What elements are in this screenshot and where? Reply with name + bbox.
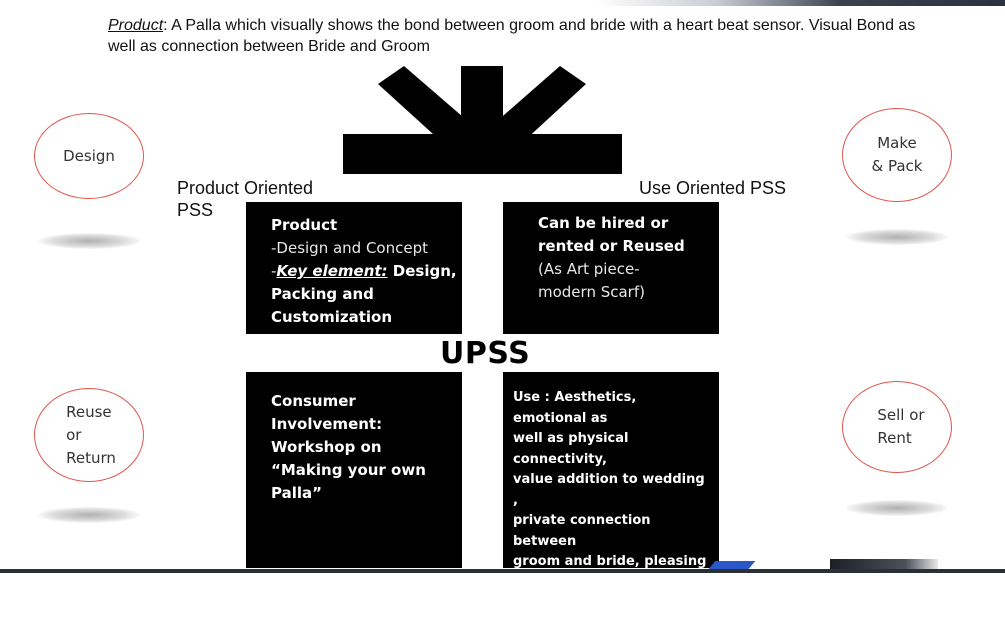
sell-rent-circle: Sell or Rent [842, 381, 952, 473]
sell-rent-circle-shadow [846, 500, 948, 516]
use-oriented-pss-label: Use Oriented PSS [639, 178, 787, 198]
product-oriented-pss-label: Product Oriented PSS [177, 178, 314, 220]
design-circle-shadow [38, 233, 140, 249]
product-description-text: : A Palla which visually shows the bond … [108, 17, 916, 55]
product-box: Product -Design and Concept -Key element… [246, 202, 462, 334]
bottom-blue-decoration [708, 561, 756, 569]
make-pack-circle: Make & Pack [842, 108, 952, 202]
product-lead: Product [108, 17, 164, 34]
design-circle: Design [34, 113, 144, 199]
top-edge-decoration [595, 0, 1005, 6]
bottom-edge-strip [0, 569, 1005, 573]
reuse-return-circle: Reuse or Return [34, 388, 144, 482]
consumer-involvement-box: Consumer Involvement: Workshop on “Makin… [246, 372, 462, 568]
use-box: Can be hired or rented or Reused (As Art… [503, 202, 719, 334]
sunburst-shape [343, 66, 622, 174]
reuse-circle-shadow [38, 507, 140, 523]
use-aesthetics-box: Use : Aesthetics, emotional as well as p… [503, 372, 719, 631]
upss-label: UPSS [440, 336, 531, 371]
product-description: Product: A Palla which visually shows th… [108, 15, 928, 57]
make-pack-circle-shadow [846, 229, 948, 245]
bottom-dark-decoration [830, 559, 938, 569]
